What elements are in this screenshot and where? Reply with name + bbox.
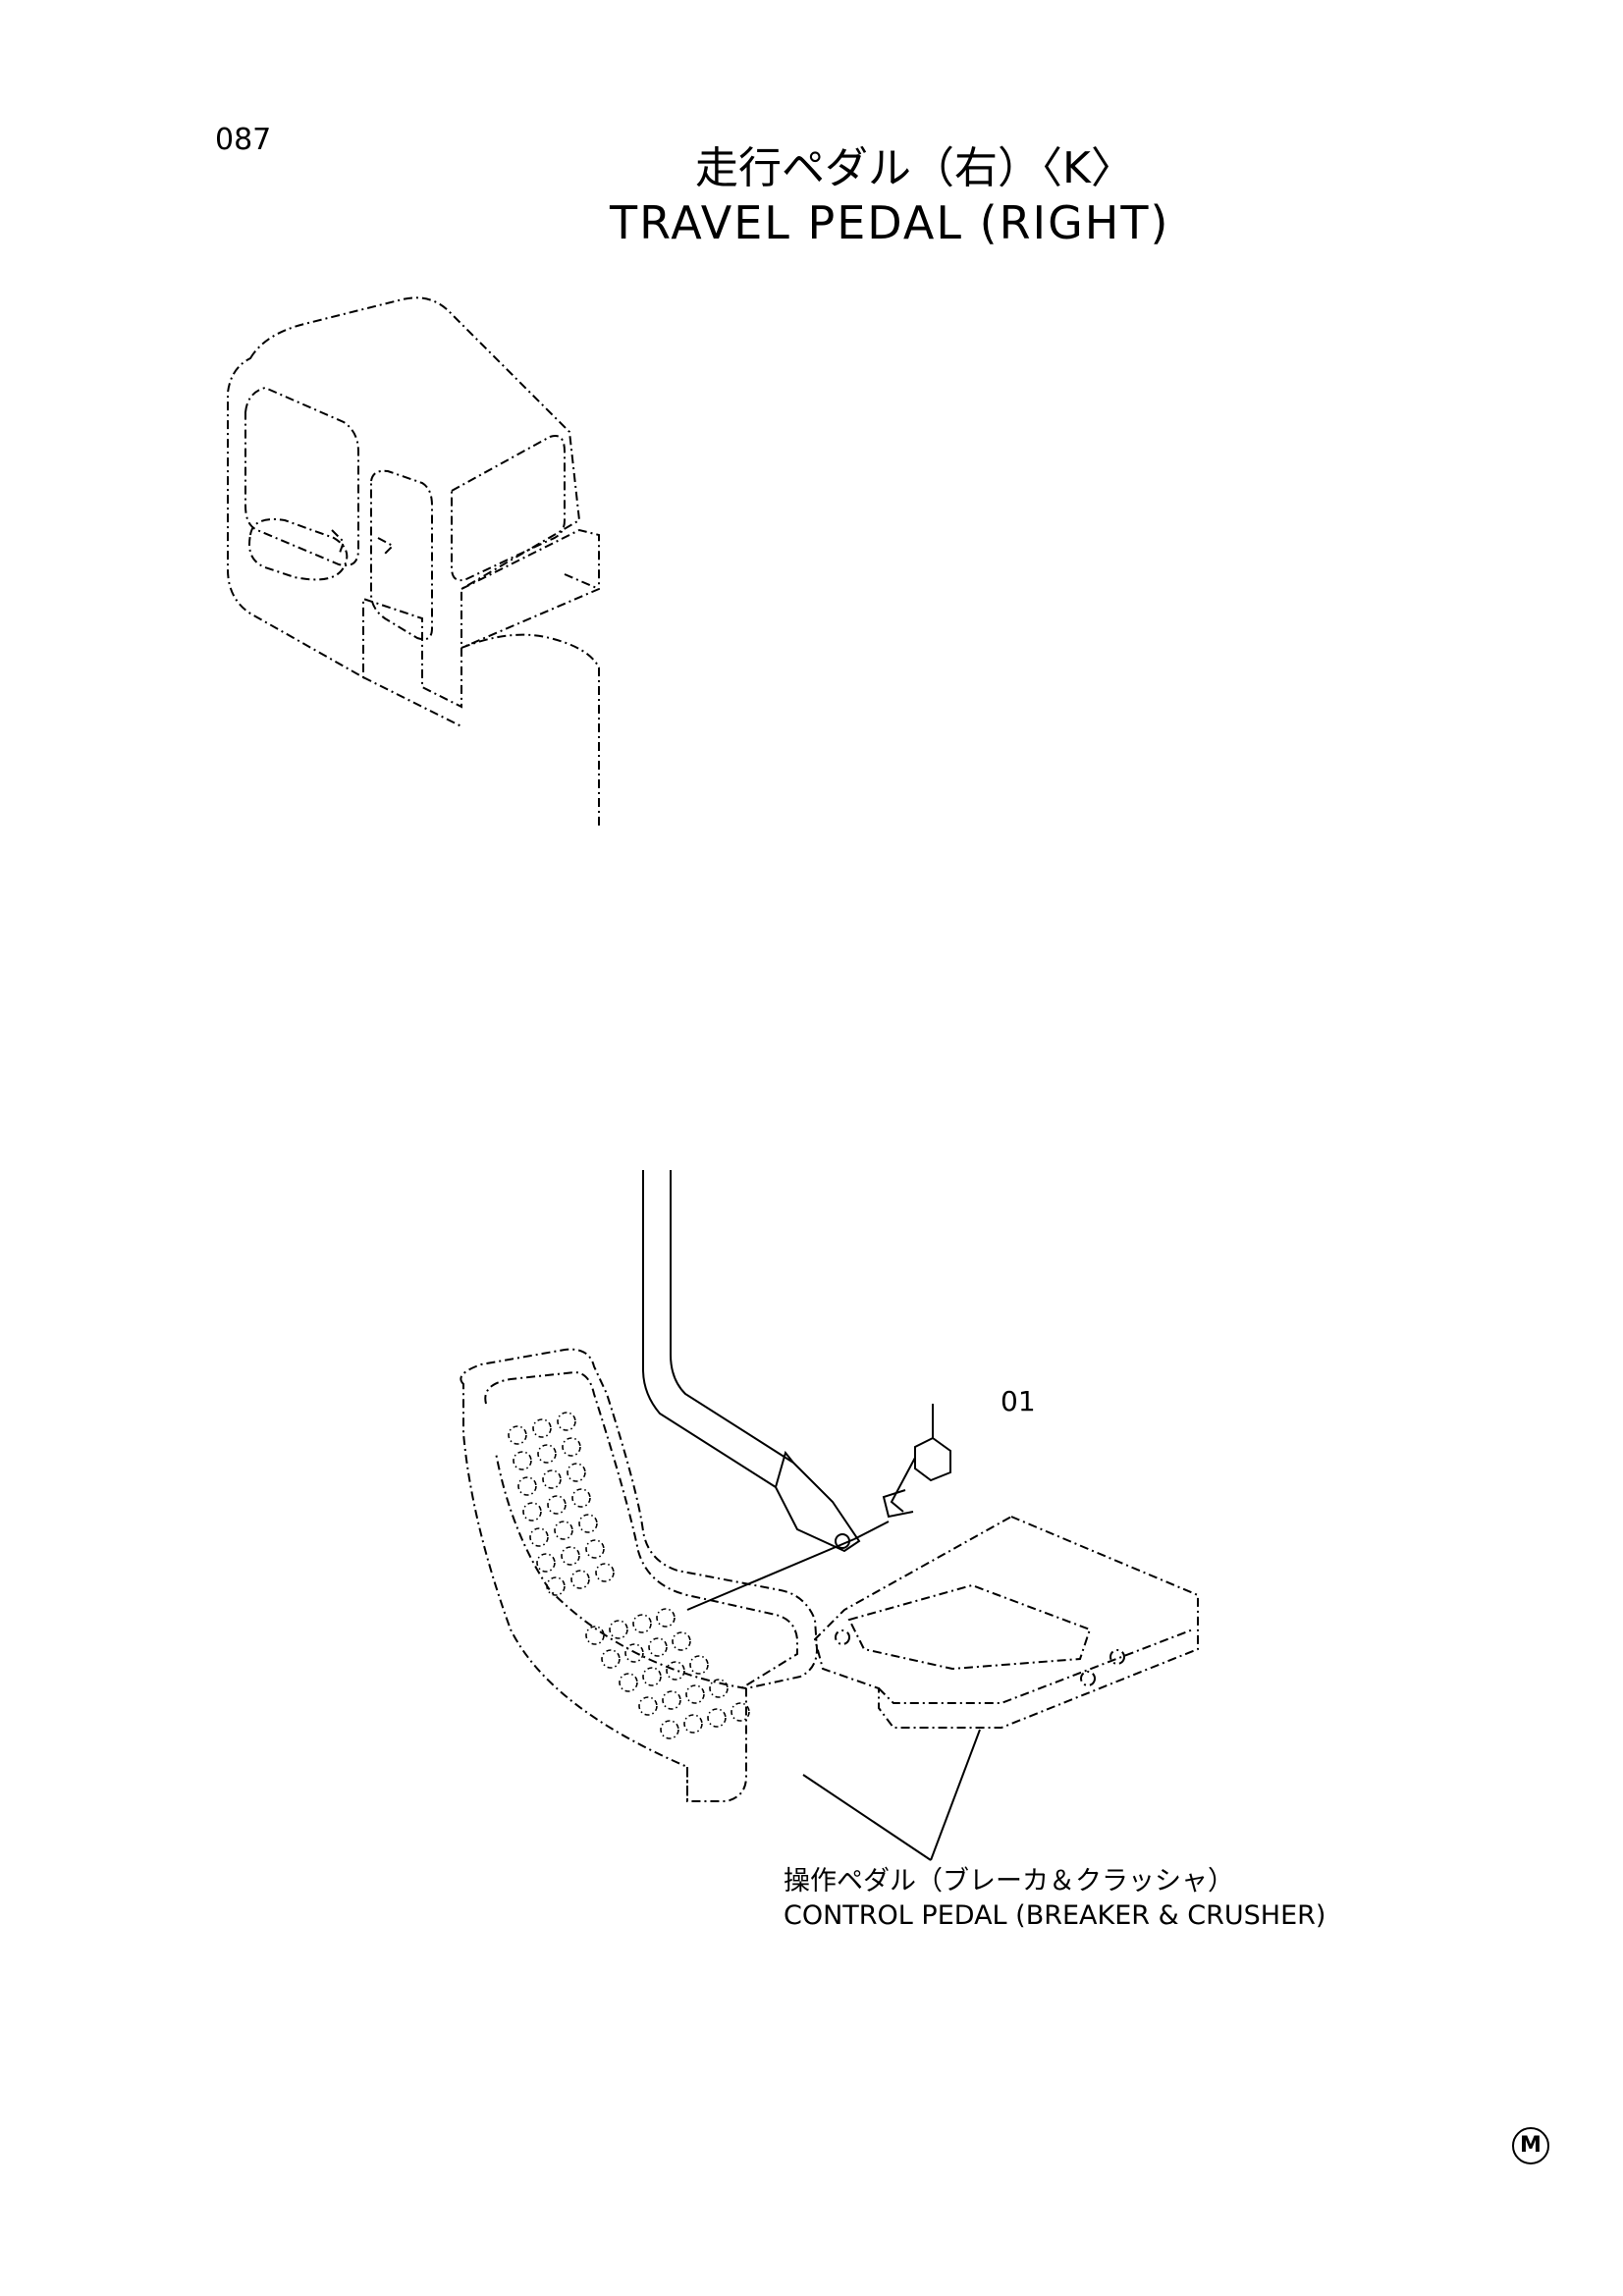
m-mark-symbol: M	[1512, 2127, 1549, 2164]
page-number: 087	[215, 123, 272, 157]
pin-axis-line	[686, 1538, 855, 1611]
part-label-japanese: 操作ペダル（ブレーカ＆クラッシャ）	[784, 1866, 1234, 1896]
part-label-english: CONTROL PEDAL (BREAKER & CRUSHER)	[784, 1900, 1326, 1931]
bolt-axis-line	[853, 1521, 890, 1540]
bolt-01	[853, 1404, 951, 1540]
label-leader-lines	[802, 1729, 981, 1861]
cab-illustration	[227, 296, 600, 829]
title-english: TRAVEL PEDAL (RIGHT)	[610, 196, 1170, 249]
callout-01: 01	[1001, 1385, 1036, 1417]
pedal-pad	[460, 1348, 855, 1802]
pedal-studs	[508, 1412, 750, 1739]
title-japanese: 走行ペダル（右）〈K〉	[695, 143, 1134, 193]
pedal-rod	[642, 1170, 861, 1553]
mounting-plate	[813, 1515, 1199, 1729]
